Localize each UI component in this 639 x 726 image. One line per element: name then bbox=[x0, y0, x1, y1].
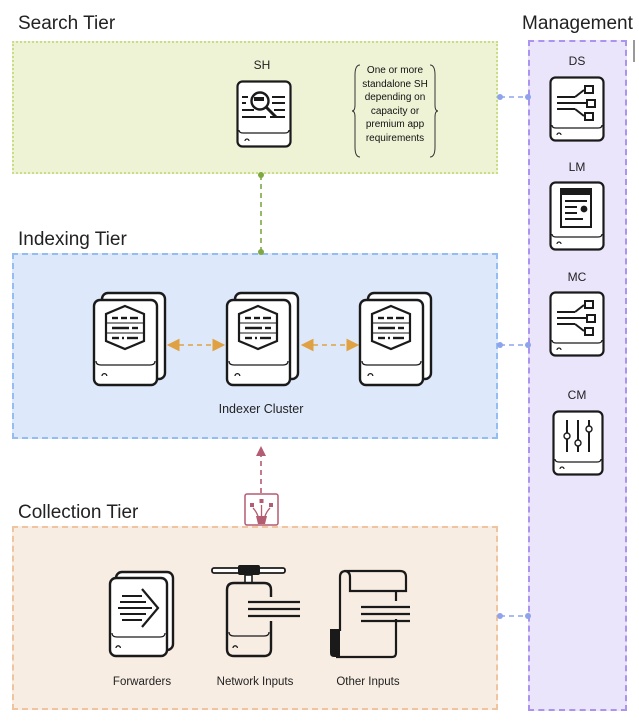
management-tier-title: Management bbox=[522, 13, 633, 34]
note-braces bbox=[352, 64, 438, 158]
indexer-icon[interactable] bbox=[225, 291, 301, 387]
other-inputs-icon[interactable] bbox=[326, 569, 410, 659]
other-inputs-label: Other Inputs bbox=[336, 676, 400, 688]
lm-label: LM bbox=[568, 160, 586, 174]
ingest-fountain-icon[interactable] bbox=[244, 493, 279, 526]
sh-note: One or more standalone SH depending on c… bbox=[362, 65, 428, 144]
collection-tier-box bbox=[12, 526, 498, 710]
edge-divider bbox=[633, 40, 635, 62]
license-master-icon[interactable] bbox=[549, 181, 605, 251]
ds-label: DS bbox=[568, 54, 586, 68]
sh-label: SH bbox=[253, 58, 271, 72]
mgmt-link-search bbox=[497, 94, 531, 100]
forwarders-label: Forwarders bbox=[112, 676, 172, 688]
mc-label: MC bbox=[567, 270, 587, 284]
ingest-link bbox=[256, 446, 266, 493]
forwarders-icon[interactable] bbox=[108, 570, 176, 658]
deployment-server-icon[interactable] bbox=[549, 76, 605, 142]
management-tier-box bbox=[528, 40, 627, 711]
network-inputs-label: Network Inputs bbox=[216, 676, 294, 688]
indexing-tier-title: Indexing Tier bbox=[18, 229, 127, 250]
search-index-link bbox=[258, 172, 264, 255]
indexer-icon[interactable] bbox=[358, 291, 434, 387]
collection-tier-title: Collection Tier bbox=[18, 502, 139, 523]
monitoring-console-icon[interactable] bbox=[549, 291, 605, 357]
cm-label: CM bbox=[567, 388, 587, 402]
cluster-master-icon[interactable] bbox=[552, 410, 604, 476]
mgmt-link-collection bbox=[497, 613, 531, 619]
mgmt-link-indexing bbox=[497, 342, 531, 348]
indexer-cluster-label: Indexer Cluster bbox=[218, 402, 304, 416]
search-tier-title: Search Tier bbox=[18, 13, 116, 34]
network-inputs-icon[interactable] bbox=[210, 564, 302, 658]
indexer-icon[interactable] bbox=[92, 291, 168, 387]
search-head-icon[interactable] bbox=[236, 80, 292, 148]
